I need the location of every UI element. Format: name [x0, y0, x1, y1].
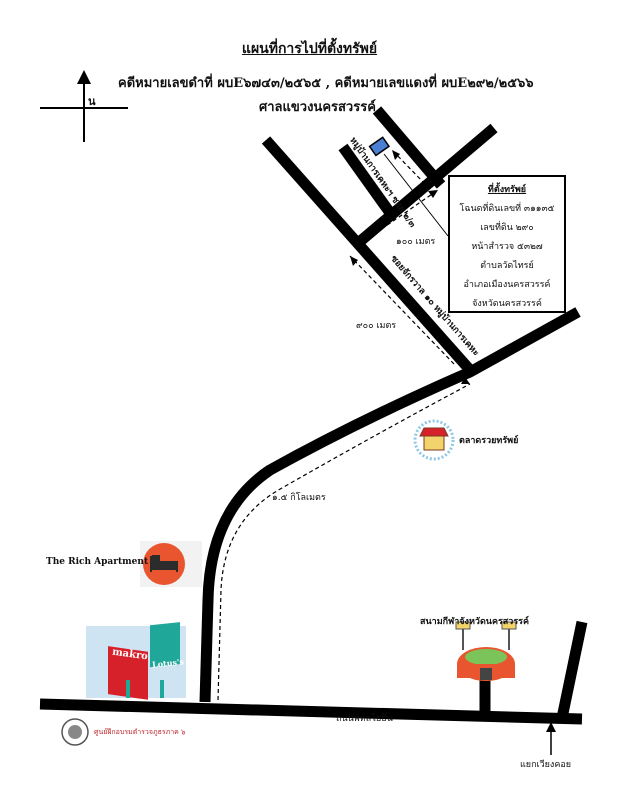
- map-title: แผนที่การไปที่ตั้งทรัพย์: [241, 41, 378, 57]
- road-soi-chakrawan: [261, 136, 475, 374]
- intersection-arrow: [546, 722, 556, 755]
- road-upper-right: [372, 106, 446, 189]
- compass-north-label: น: [88, 95, 96, 108]
- road-cross-soi: [353, 123, 498, 249]
- property-line: จังหวัดนครสวรรค์: [472, 299, 542, 309]
- property-heading: ที่ตั้งทรัพย์: [487, 185, 527, 195]
- case-numbers: คดีหมายเลขดำที่ ผบE๖๗๔๓/๒๕๖๕ , คดีหมายเล…: [118, 76, 534, 91]
- route-dashed: [217, 149, 471, 701]
- market-icon: [413, 419, 455, 461]
- road-to-market: [199, 307, 581, 703]
- property-line: โฉนดที่ดินเลขที่ ๓๑๑๓๕: [459, 204, 555, 214]
- label-intersection: แยกเวียงคอย: [520, 760, 572, 770]
- road-viang-khoi: [556, 620, 588, 720]
- roads: [39, 106, 588, 725]
- property-line: อำเภอเมืองนครสวรรค์: [463, 280, 551, 290]
- property-marker: [368, 136, 449, 237]
- label-police-center: ศูนย์ฝึกอบรมตำรวจภูธรภาค ๖: [94, 728, 186, 736]
- label-rich-apartment: The Rich Apartment: [46, 557, 149, 567]
- label-main-road: ถนนพหลโยธิน: [336, 714, 393, 724]
- stadium-icon: [455, 621, 517, 681]
- compass-icon: [40, 70, 128, 142]
- main-road-phahonyothin: [39, 698, 583, 725]
- road-upper-left: [338, 143, 398, 221]
- bed-icon: [140, 541, 202, 587]
- property-line: ตำบลวัดไทรย์: [480, 261, 534, 271]
- label-distance-100m: ๑๐๐ เมตร: [396, 237, 436, 247]
- property-line: เลขที่ดิน ๒๙๐: [480, 223, 534, 233]
- court-name: ศาลแขวงนครสวรรค์: [259, 100, 376, 115]
- label-distance-1-5km: ๑.๕ กิโลเมตร: [272, 493, 326, 503]
- label-market: ตลาดรวยทรัพย์: [459, 436, 519, 446]
- label-stadium: สนามกีฬาจังหวัดนครสวรรค์: [420, 617, 530, 627]
- police-logo-icon: [61, 718, 89, 746]
- makro-lotus-billboard: [86, 622, 186, 700]
- label-distance-900m: ๙๐๐ เมตร: [356, 321, 397, 331]
- property-info-box: ที่ตั้งทรัพย์ โฉนดที่ดินเลขที่ ๓๑๑๓๕ เลข…: [448, 175, 566, 313]
- property-line: หน้าสำรวจ ๕๓๒๗: [471, 242, 543, 252]
